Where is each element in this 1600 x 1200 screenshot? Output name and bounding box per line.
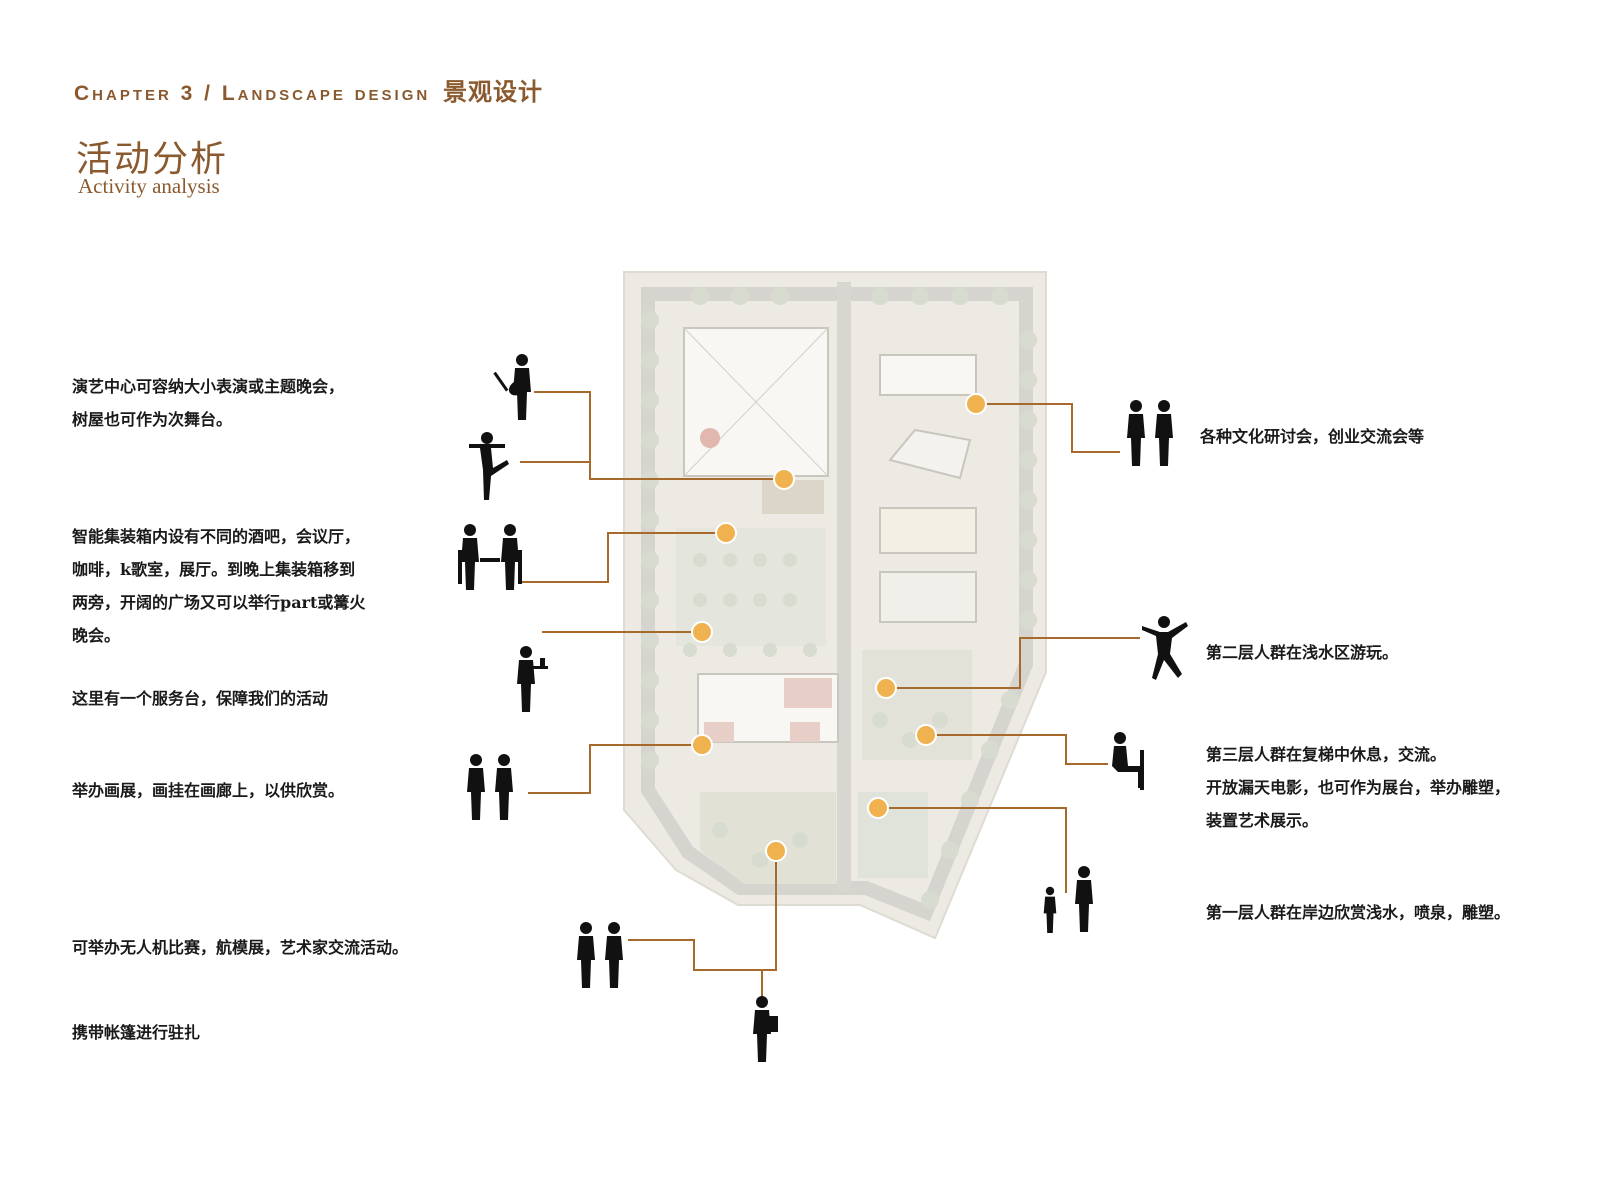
dancer-icon bbox=[469, 432, 509, 500]
text-line: 晚会。 bbox=[72, 626, 121, 645]
waiter-icon bbox=[517, 646, 548, 712]
activity-text-steps: 第三层人群在复梯中休息，交流。 开放漏天电影，也可作为展台，举办雕塑， 装置艺术… bbox=[1206, 738, 1510, 837]
page-subtitle: Activity analysis bbox=[78, 174, 220, 198]
text-line: 装置艺术展示。 bbox=[1206, 811, 1319, 830]
text-line: 第一层人群在岸边欣赏浅水，喷泉，雕塑。 bbox=[1206, 903, 1511, 922]
leader-line-seminar bbox=[976, 403, 1120, 453]
dot-seminar bbox=[965, 393, 987, 415]
activity-text-service: 这里有一个服务台，保障我们的活动 bbox=[72, 682, 328, 715]
dot-gallery bbox=[691, 734, 713, 756]
leader-line-shallow bbox=[886, 637, 1140, 689]
activity-dots bbox=[691, 393, 987, 862]
leader-line-bank bbox=[878, 807, 1067, 893]
activity-text-seminar: 各种文化研讨会，创业交流会等 bbox=[1200, 420, 1424, 453]
site-plan bbox=[623, 271, 1047, 940]
chapter-label-zh: 景观设计 bbox=[443, 79, 544, 106]
dot-bar bbox=[715, 522, 737, 544]
activity-text-performance: 演艺中心可容纳大小表演或主题晚会， 树屋也可作为次舞台。 bbox=[72, 370, 344, 436]
text-line: 智能集装箱内设有不同的酒吧，会议厅， bbox=[72, 527, 361, 546]
leader-line-steps bbox=[926, 734, 1108, 765]
camper-icon bbox=[753, 996, 778, 1062]
activity-text-drone: 可举办无人机比赛，航模展，艺术家交流活动。 bbox=[72, 931, 408, 964]
text-line: 可举办无人机比赛，航模展，艺术家交流活动。 bbox=[72, 938, 409, 957]
text-line: 开放漏天电影，也可作为展台，举办雕塑， bbox=[1206, 778, 1511, 797]
text-line: 演艺中心可容纳大小表演或主题晚会， bbox=[72, 377, 345, 396]
activity-text-shallow-water: 第二层人群在浅水区游玩。 bbox=[1206, 636, 1398, 669]
dot-performance bbox=[773, 468, 795, 490]
dot-service bbox=[691, 621, 713, 643]
text-line: 携带帐篷进行驻扎 bbox=[72, 1023, 201, 1042]
adult-child-icon bbox=[1043, 866, 1093, 933]
people-pair-icon bbox=[577, 922, 623, 988]
leader-line-performance bbox=[534, 391, 784, 480]
dot-bank bbox=[867, 797, 889, 819]
activity-text-gallery: 举办画展，画挂在画廊上，以供欣赏。 bbox=[72, 774, 344, 807]
text-line: 各种文化研讨会，创业交流会等 bbox=[1200, 427, 1425, 446]
text-line: 两旁，开阔的广场又可以举行part或篝火 bbox=[72, 593, 366, 612]
activity-text-containers: 智能集装箱内设有不同的酒吧，会议厅， 咖啡，k歌室，展厅。到晚上集装箱移到 两旁… bbox=[72, 520, 365, 652]
leader-lines bbox=[520, 391, 1140, 998]
seated-person-icon bbox=[1112, 732, 1144, 790]
leader-line-bar bbox=[522, 532, 726, 583]
guitarist-icon bbox=[493, 354, 531, 420]
text-line: 咖啡，k歌室，展厅。到晚上集装箱移到 bbox=[72, 560, 356, 579]
leader-line-gallery bbox=[528, 744, 702, 794]
chapter-heading: Chapter 3 / Landscape design 景观设计 bbox=[74, 72, 543, 107]
text-line: 举办画展，画挂在画廊上，以供欣赏。 bbox=[72, 781, 345, 800]
activity-text-bank: 第一层人群在岸边欣赏浅水，喷泉，雕塑。 bbox=[1206, 896, 1510, 929]
leader-line-drone bbox=[628, 851, 777, 971]
text-line: 第三层人群在复梯中休息，交流。 bbox=[1206, 745, 1447, 764]
dot-drone bbox=[765, 840, 787, 862]
text-line: 第二层人群在浅水区游玩。 bbox=[1206, 643, 1399, 662]
activity-text-camping: 携带帐篷进行驻扎 bbox=[72, 1016, 200, 1049]
figures bbox=[458, 354, 1188, 1062]
walking-couple-icon bbox=[467, 754, 513, 820]
dot-steps bbox=[915, 724, 937, 746]
text-line: 树屋也可作为次舞台。 bbox=[72, 410, 233, 429]
dot-shallow bbox=[875, 677, 897, 699]
bar-table-icon bbox=[458, 524, 522, 590]
playing-person-icon bbox=[1142, 616, 1188, 680]
seminar-pair-icon bbox=[1127, 400, 1173, 466]
text-line: 这里有一个服务台，保障我们的活动 bbox=[72, 689, 329, 708]
page-title: 活动分析 bbox=[76, 139, 229, 180]
chapter-label: Chapter 3 / Landscape design bbox=[74, 82, 431, 105]
